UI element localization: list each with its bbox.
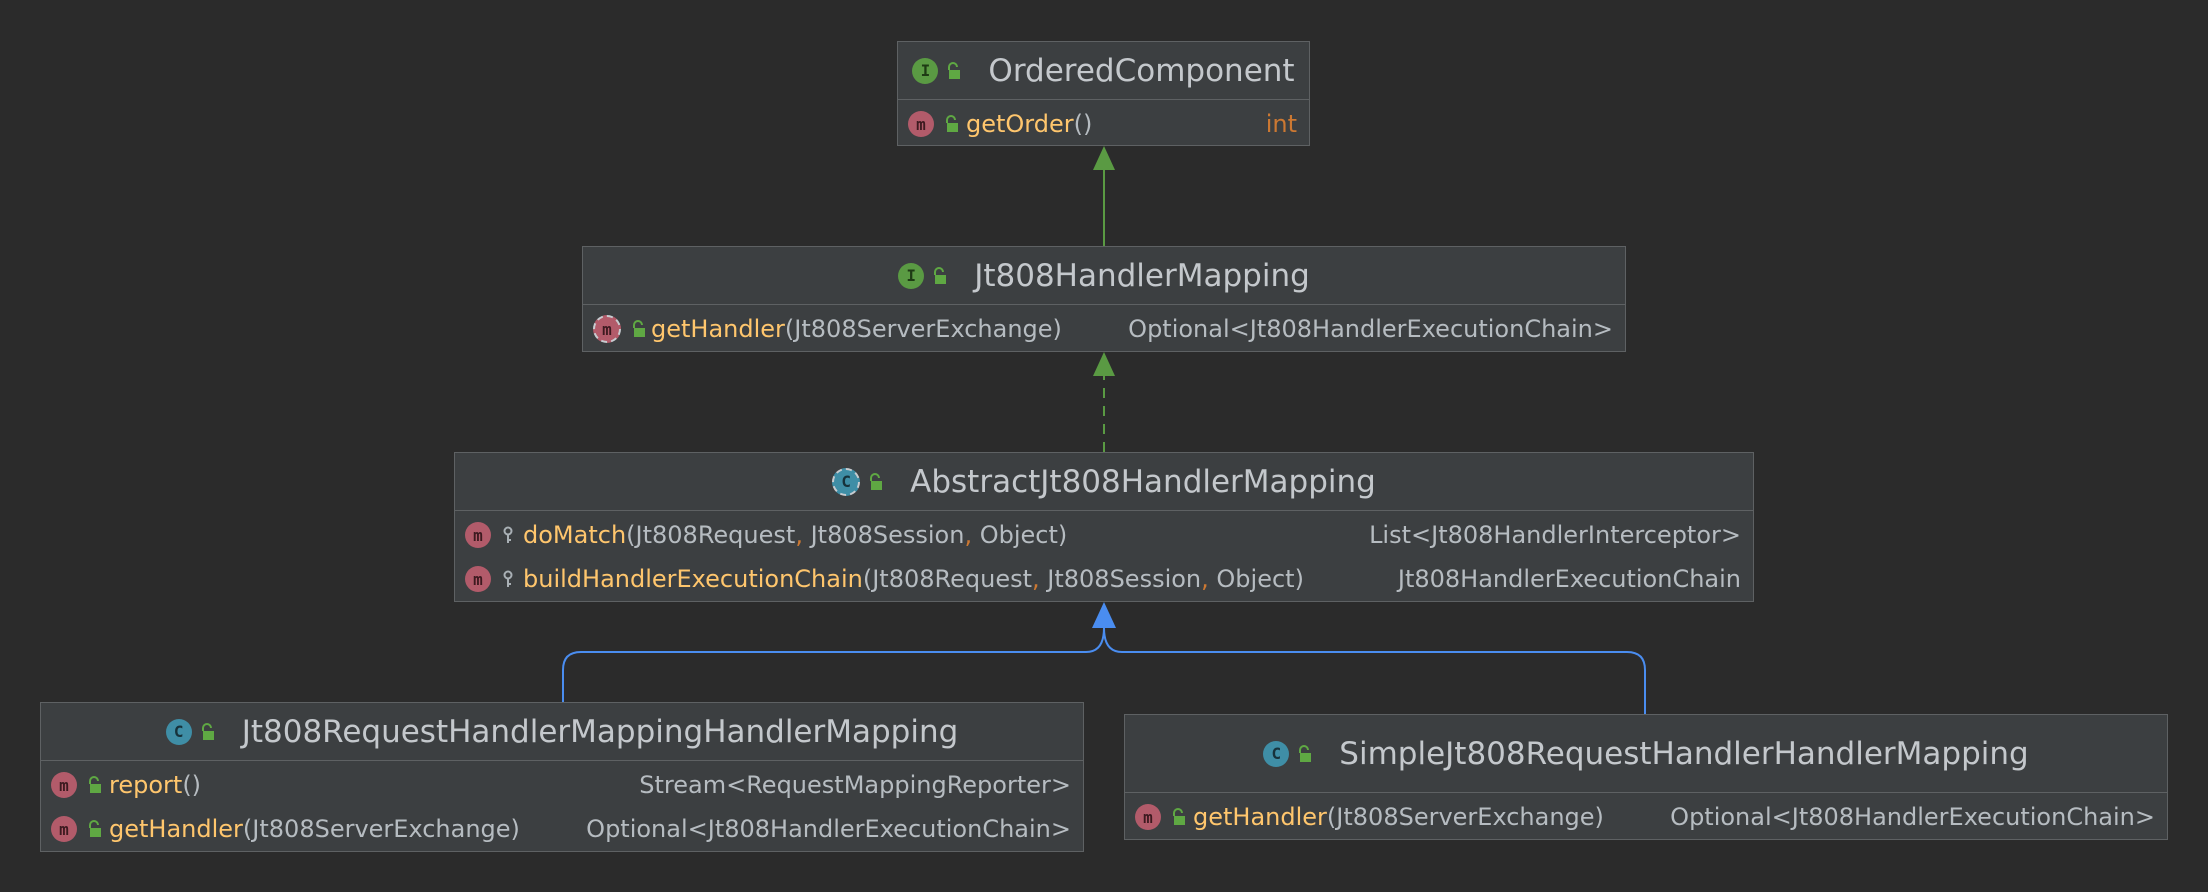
public-lock-icon <box>201 722 214 740</box>
param-separator: , <box>1201 565 1209 593</box>
method-name: buildHandlerExecutionChain <box>523 565 863 593</box>
method-icon: m <box>465 566 491 592</box>
method-name: getHandler <box>109 815 243 843</box>
arrowhead-implements-handler-mapping <box>1093 352 1115 376</box>
method-return-type: Optional<Jt808HandlerExecutionChain> <box>1670 803 2155 831</box>
method-icon: m <box>908 111 934 137</box>
class-box-abstract-mapping[interactable]: C AbstractJt808HandlerMapping m doMatch(… <box>454 452 1754 602</box>
class-header: I Jt808HandlerMapping <box>583 247 1625 305</box>
method-icon: m <box>1135 804 1161 830</box>
abstract-class-icon: C <box>832 467 861 496</box>
class-title: Jt808RequestHandlerMappingHandlerMapping <box>241 713 959 750</box>
edge-extends-from-request-mapping <box>562 627 1105 702</box>
class-header: I OrderedComponent <box>898 42 1309 100</box>
arrowhead-extends-abstract-mapping <box>1092 602 1116 628</box>
public-lock-icon <box>633 320 645 337</box>
method-row[interactable]: m getHandler(Jt808ServerExchange) Option… <box>1125 795 2167 839</box>
method-return-type: int <box>1265 110 1297 138</box>
arrowhead-extends-ordered-component <box>1093 146 1115 170</box>
method-name: getOrder <box>966 110 1074 138</box>
method-param: (Jt808Request <box>626 521 796 549</box>
interface-icon: I <box>912 57 939 84</box>
edge-extends-from-simple-mapping <box>1103 627 1646 714</box>
param-separator: , <box>795 521 803 549</box>
param-separator: , <box>964 521 973 549</box>
method-icon: m <box>465 522 491 548</box>
method-row[interactable]: m report() Stream<RequestMappingReporter… <box>41 763 1083 807</box>
method-row[interactable]: m getHandler(Jt808ServerExchange) Option… <box>583 307 1625 351</box>
class-box-ordered-component[interactable]: I OrderedComponent m getOrder() int <box>897 41 1310 146</box>
class-box-handler-mapping[interactable]: I Jt808HandlerMapping m getHandler(Jt808… <box>582 246 1626 352</box>
class-title: OrderedComponent <box>988 52 1295 89</box>
method-params: (Jt808ServerExchange) <box>242 815 520 843</box>
method-return-type: Optional<Jt808HandlerExecutionChain> <box>1128 315 1613 343</box>
method-params: (Jt808ServerExchange) <box>784 315 1062 343</box>
class-header: C Jt808RequestHandlerMappingHandlerMappi… <box>41 703 1083 761</box>
class-box-simple-mapping[interactable]: C SimpleJt808RequestHandlerHandlerMappin… <box>1124 714 2168 840</box>
public-lock-icon <box>1173 808 1185 825</box>
method-row[interactable]: m doMatch(Jt808Request, Jt808Session, Ob… <box>455 513 1753 557</box>
class-title: AbstractJt808HandlerMapping <box>910 463 1376 500</box>
method-return-type: Optional<Jt808HandlerExecutionChain> <box>586 815 1071 843</box>
method-name: doMatch <box>523 521 627 549</box>
class-icon: C <box>1263 740 1290 767</box>
public-lock-icon <box>870 472 883 490</box>
protected-key-icon <box>503 570 513 587</box>
method-param: Jt808Session <box>1039 565 1202 593</box>
public-lock-icon <box>948 61 961 79</box>
class-title: SimpleJt808RequestHandlerHandlerMapping <box>1339 735 2029 772</box>
abstract-method-icon: m <box>593 315 621 343</box>
method-row[interactable]: m getOrder() int <box>898 102 1309 146</box>
method-param: Object) <box>972 521 1068 549</box>
public-lock-icon <box>1299 744 1312 762</box>
method-row[interactable]: m getHandler(Jt808ServerExchange) Option… <box>41 807 1083 851</box>
class-icon: C <box>165 718 192 745</box>
method-return-type: Jt808HandlerExecutionChain <box>1397 565 1741 593</box>
public-lock-icon <box>946 115 958 132</box>
public-lock-icon <box>934 266 947 284</box>
class-box-request-mapping[interactable]: C Jt808RequestHandlerMappingHandlerMappi… <box>40 702 1084 852</box>
method-return-type: Stream<RequestMappingReporter> <box>639 771 1071 799</box>
method-params: (Jt808ServerExchange) <box>1326 803 1604 831</box>
method-name: report <box>109 771 183 799</box>
class-title: Jt808HandlerMapping <box>974 257 1310 294</box>
public-lock-icon <box>89 820 101 837</box>
method-param: Object) <box>1208 565 1304 593</box>
method-param: Jt808Session <box>802 521 965 549</box>
protected-key-icon <box>503 526 513 543</box>
method-icon: m <box>51 772 77 798</box>
class-header: C SimpleJt808RequestHandlerHandlerMappin… <box>1125 715 2167 793</box>
method-name: getHandler <box>1193 803 1327 831</box>
interface-icon: I <box>898 262 925 289</box>
method-row[interactable]: m buildHandlerExecutionChain(Jt808Reques… <box>455 557 1753 601</box>
method-return-type: List<Jt808HandlerInterceptor> <box>1369 521 1741 549</box>
method-icon: m <box>51 816 77 842</box>
method-param: (Jt808Request <box>862 565 1032 593</box>
public-lock-icon <box>89 776 101 793</box>
param-separator: , <box>1032 565 1040 593</box>
method-params: () <box>182 771 202 799</box>
class-header: C AbstractJt808HandlerMapping <box>455 453 1753 511</box>
method-name: getHandler <box>651 315 785 343</box>
method-params: () <box>1073 110 1093 138</box>
